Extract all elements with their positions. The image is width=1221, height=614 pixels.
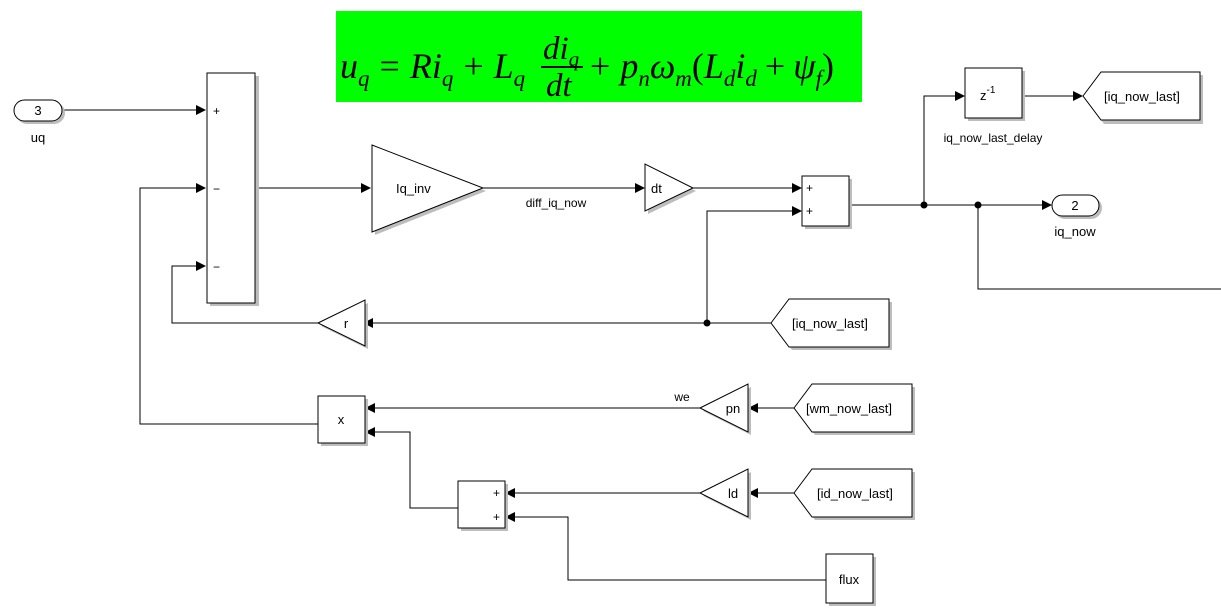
unit-delay-block[interactable]: z-1 [964,67,1025,121]
unit-delay-label: z-1 [980,85,996,103]
arrowhead [748,403,758,413]
arrowhead [792,183,802,193]
gain-r[interactable]: r [316,299,368,349]
equation-fraction-numerator: diq [543,31,580,71]
arrowhead [505,512,515,522]
sum-sign: + [806,204,813,218]
product-block[interactable]: x [317,395,368,446]
arrowhead [505,488,515,498]
arrowhead [748,488,758,498]
line-sumflux-to-product[interactable] [373,431,458,509]
gain-ld[interactable]: ld [698,468,751,520]
equation-background [336,11,862,102]
goto-iq-now-last[interactable]: [iq_now_last] [1082,71,1203,124]
constant-flux-label: flux [839,572,860,587]
from-iq-now-last[interactable]: [iq_now_last] [770,298,892,350]
equation-formula: uq=Riq+Lq [340,46,525,91]
arrowhead [196,105,206,115]
inport-uq[interactable]: 3 [13,99,65,124]
arrowhead [361,183,371,193]
junction-dot [703,319,711,327]
line-r-to-sum[interactable] [171,265,318,324]
sum-main-block[interactable]: + − − [206,72,259,306]
sum-sign: + [213,104,220,118]
signal-diff-iq-now-label: diff_iq_now [526,196,587,210]
sum-flux-block[interactable]: + + [457,480,508,531]
line-iq-now-branch[interactable] [977,205,1221,290]
signal-we-label: we [673,390,690,404]
arrowhead [365,403,375,413]
arrowheads [196,91,1083,522]
sum-sign: + [493,510,500,524]
sum-sign: − [213,260,220,274]
line-product-to-sum[interactable] [139,187,318,425]
outport-label: iq_now [1054,224,1096,239]
gain-r-label: r [344,316,349,331]
equation-formula-tail: +pnωm(Ldid+ψf) [590,46,834,91]
line-flux-to-sum[interactable] [513,516,826,581]
sum-sign: + [806,181,813,195]
junction-dot [974,201,982,209]
equation-banner: uq=Riq+Lq diq dt +pnωm(Ldid+ψf) [336,11,862,104]
gain-ld-label: ld [728,486,738,501]
outport-iq-now[interactable]: 2 [1051,194,1102,219]
gain-iq-inv[interactable]: Iq_inv [371,144,486,235]
gain-iq-inv-label: Iq_inv [396,181,431,196]
gain-pn-label: pn [726,401,740,416]
sum-integrator-block[interactable]: + + [801,175,852,229]
equation-fraction-denominator: dt [546,68,573,104]
inport-label: uq [31,130,45,145]
from-label: [iq_now_last] [792,316,868,331]
arrowhead [635,183,645,193]
arrowhead [792,206,802,216]
arrowhead [365,427,375,437]
from-label: [wm_now_last] [806,401,892,416]
sum-sign: − [213,182,220,196]
arrowhead [1073,91,1083,101]
arrowhead [196,183,206,193]
from-wm-now-last[interactable]: [wm_now_last] [793,383,915,435]
inport-number: 3 [34,103,41,118]
junction-dot [920,201,928,209]
gain-dt[interactable]: dt [644,163,696,214]
constant-flux[interactable]: flux [825,553,876,606]
from-label: [id_now_last] [817,486,893,501]
unit-delay-name: iq_now_last_delay [944,131,1043,145]
gain-pn[interactable]: pn [698,383,751,435]
outport-number: 2 [1071,198,1078,213]
line-to-delay[interactable] [923,95,956,205]
arrowhead [196,261,206,271]
goto-label: [iq_now_last] [1104,89,1180,104]
from-id-now-last[interactable]: [id_now_last] [793,468,915,520]
arrowhead [1042,200,1052,210]
gain-dt-label: dt [651,181,662,196]
arrowhead [955,91,965,101]
sum-sign: + [493,486,500,500]
product-label: x [338,412,345,427]
line-iqlast-to-sum[interactable] [706,210,793,323]
